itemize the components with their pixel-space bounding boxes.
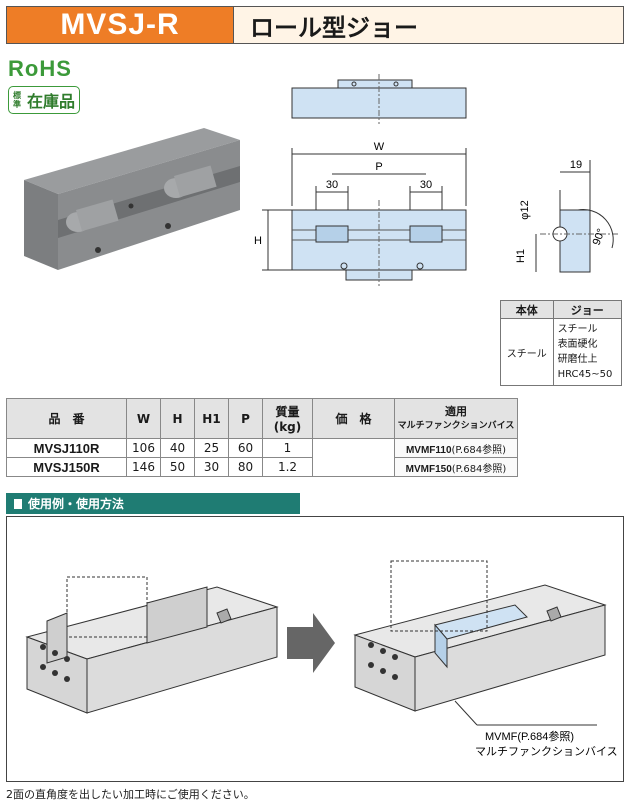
product-model: MVSJ-R <box>7 7 233 43</box>
bolt-hole <box>95 247 101 253</box>
dim-w: W <box>374 141 385 153</box>
table-row: MVSJ110R 106 40 25 60 1 MVMF110(P.684参照) <box>6 438 518 477</box>
technical-drawing: W P 30 30 H 19 φ12 H1 90° <box>254 74 620 286</box>
material-table: 本体 ジョー スチール スチール 表面硬化 研磨仕上 HRC45~50 <box>500 300 623 386</box>
stock-badge: 標準 在庫品 <box>8 86 81 114</box>
dim-30-right: 30 <box>420 179 432 191</box>
workpiece-outline <box>390 560 488 632</box>
col-mass: 質量(kg) <box>262 398 313 439</box>
col-h1: H1 <box>194 398 229 439</box>
usage-illustration: MVMF(P.684参照) マルチファンクションバイス <box>6 516 624 782</box>
dim-phi12: φ12 <box>519 200 531 219</box>
vise-after <box>353 560 607 726</box>
jaw-top-face <box>24 128 240 194</box>
page-header: MVSJ-R ロール型ジョー <box>6 6 624 44</box>
col-app: 適用 マルチファンクションバイス <box>394 398 518 439</box>
col-p: P <box>228 398 263 439</box>
dim-h1: H1 <box>515 249 527 263</box>
bolt-hole <box>165 223 171 229</box>
callout-desc: マルチファンクションバイス <box>475 745 618 758</box>
jaw-side-face <box>24 180 58 270</box>
dim-h: H <box>254 235 262 247</box>
side-view <box>559 209 591 273</box>
col-part: 品 番 <box>6 398 127 439</box>
dim-19: 19 <box>570 159 582 171</box>
material-jaw: スチール 表面硬化 研磨仕上 HRC45~50 <box>552 318 623 386</box>
dim-30-left: 30 <box>326 179 338 191</box>
dim-p: P <box>375 161 382 173</box>
material-body: スチール <box>500 318 554 386</box>
workpiece-outline <box>66 576 148 638</box>
col-h: H <box>160 398 195 439</box>
col-w: W <box>126 398 161 439</box>
table-row: MVSJ150R 146 50 30 80 1.2 MVMF150(P.684参… <box>6 457 518 477</box>
material-header-body: 本体 <box>500 300 554 319</box>
usage-section-title: 使用例・使用方法 <box>6 493 300 514</box>
col-price: 価 格 <box>312 398 395 439</box>
spec-table: 品 番 W H H1 P 質量(kg) 価 格 適用 マルチファンクションバイス… <box>6 398 518 477</box>
vise-before <box>25 576 279 714</box>
stock-badge-small: 標準 <box>13 91 21 109</box>
footnote: 2面の直角度を出したい加工時にご使用ください。 <box>6 788 255 801</box>
product-photo <box>24 128 240 270</box>
material-header-jaw: ジョー <box>552 300 623 319</box>
stock-badge-label: 在庫品 <box>27 92 76 111</box>
rohs-badge: RoHS <box>8 56 72 81</box>
callout-model: MVMF(P.684参照) <box>485 729 574 743</box>
arrow-icon <box>287 613 335 673</box>
dim-angle: 90° <box>591 227 608 247</box>
section-bullet-icon <box>14 498 22 509</box>
product-name: ロール型ジョー <box>233 7 623 43</box>
